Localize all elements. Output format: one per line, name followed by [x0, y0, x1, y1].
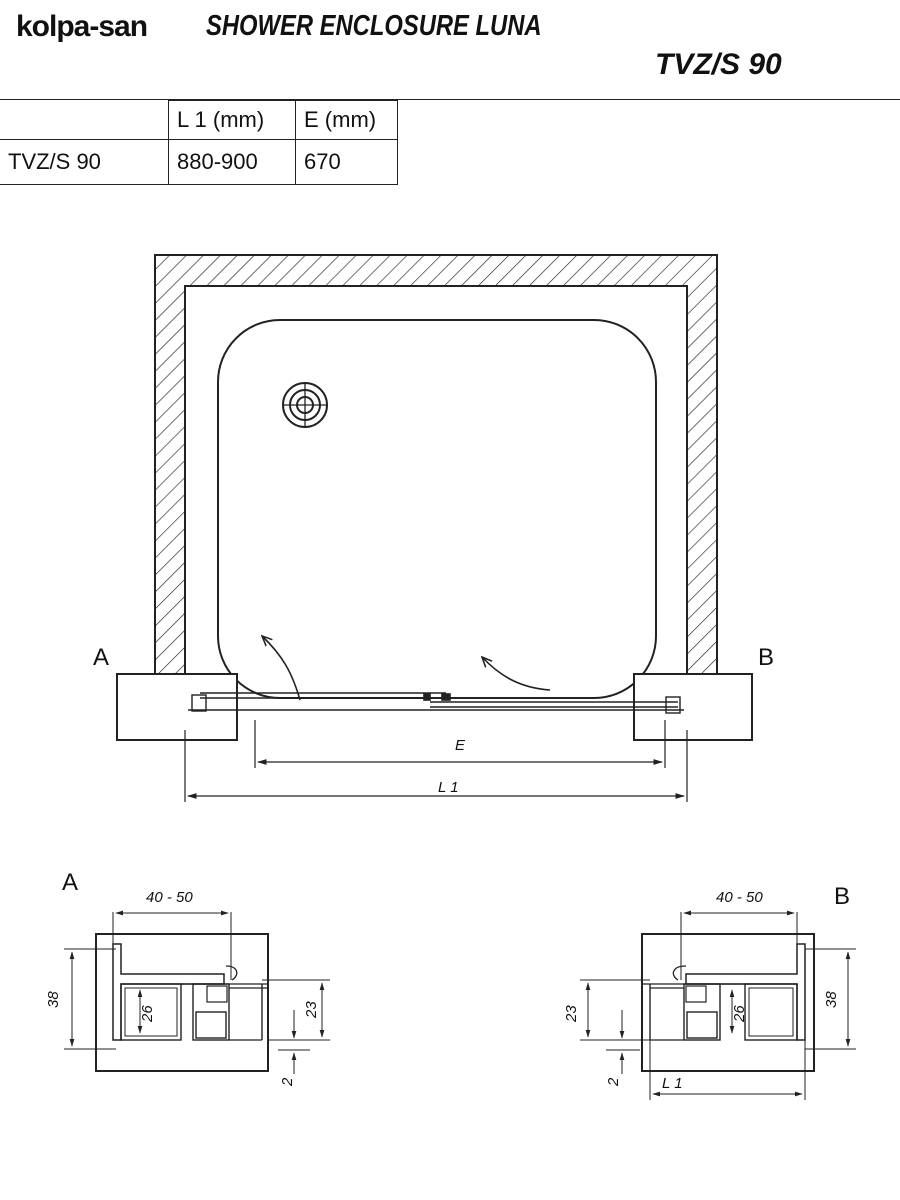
plan-view: [116, 254, 753, 802]
plan-dimension-l1: L 1: [438, 779, 459, 796]
detail-a-inner: 26: [139, 1005, 156, 1023]
header-divider: [0, 99, 900, 100]
door-swing-arrow-right: [482, 657, 551, 691]
plan-dimension-e: E: [455, 737, 466, 754]
shower-tray: [217, 319, 657, 699]
profile-block-left: [116, 673, 238, 741]
door-swing-arrow-left: [262, 636, 301, 701]
drain-icon: [282, 382, 328, 428]
detail-a-drawing: [64, 910, 330, 1074]
plan-label-b: B: [758, 644, 774, 671]
spec-cell-e: 670: [295, 139, 398, 185]
brand-logo: kolpa-san: [16, 10, 148, 43]
door-panels: [188, 692, 684, 714]
detail-b-offset: 23: [563, 1005, 580, 1023]
detail-b-height: 38: [823, 991, 840, 1008]
spec-cell-l1: 880-900: [168, 139, 296, 185]
spec-table: L 1 (mm) E (mm) TVZ/S 90 880-900 670: [0, 100, 398, 185]
document-title: SHOWER ENCLOSURE LUNA: [206, 10, 542, 42]
detail-a-offset: 23: [303, 1001, 320, 1019]
detail-a-width: 40 - 50: [146, 889, 193, 906]
table-row: TVZ/S 90 880-900 670: [0, 139, 398, 185]
detail-b-inner: 26: [731, 1005, 748, 1023]
detail-b-gap: 2: [605, 1077, 622, 1087]
wall-hatching: [154, 254, 718, 731]
model-code: TVZ/S 90: [655, 48, 782, 81]
detail-b-label: B: [834, 883, 850, 910]
spec-cell-model: TVZ/S 90: [0, 139, 169, 185]
spec-header-e: E (mm): [295, 100, 398, 140]
detail-a-label: A: [62, 869, 78, 896]
plan-label-a: A: [93, 644, 109, 671]
detail-b-l1: L 1: [662, 1075, 683, 1092]
detail-a-gap: 2: [279, 1077, 296, 1087]
detail-a-height: 38: [45, 991, 62, 1008]
detail-b-drawing: [580, 910, 856, 1100]
detail-b-width: 40 - 50: [716, 889, 763, 906]
